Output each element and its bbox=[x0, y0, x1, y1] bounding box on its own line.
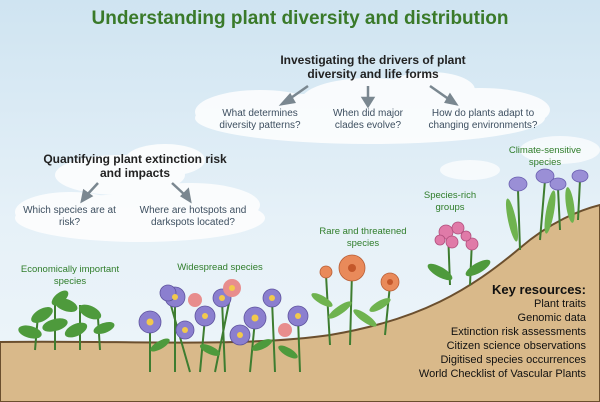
label-economically-important: Economically important species bbox=[20, 264, 120, 287]
key-resources-title: Key resources: bbox=[492, 282, 586, 297]
resource-plant-traits: Plant traits bbox=[534, 298, 586, 310]
arrows-drivers bbox=[278, 84, 459, 109]
question-clades-evolve: When did major clades evolve? bbox=[332, 108, 404, 131]
resource-extinction-risk: Extinction risk assessments bbox=[450, 326, 586, 338]
extinction-heading: Quantifying plant extinction risk and im… bbox=[43, 152, 227, 180]
plant-rare-threatened bbox=[311, 254, 400, 346]
resource-digitised-occurrences: Digitised species occurrences bbox=[440, 354, 586, 366]
resource-world-checklist: World Checklist of Vascular Plants bbox=[418, 368, 586, 380]
question-species-at-risk: Which species are at risk? bbox=[23, 205, 116, 228]
plant-climate-sensitive bbox=[505, 168, 589, 251]
cloud-small bbox=[440, 136, 600, 180]
diagram-title: Understanding plant diversity and distri… bbox=[91, 8, 509, 29]
label-species-rich: Species-rich groups bbox=[423, 190, 477, 213]
label-climate-sensitive: Climate-sensitive species bbox=[508, 145, 582, 168]
question-plants-adapt: How do plants adapt to changing environm… bbox=[428, 108, 538, 131]
plant-widespread bbox=[138, 279, 309, 373]
label-rare-threatened: Rare and threatened species bbox=[319, 226, 407, 249]
resource-genomic-data: Genomic data bbox=[517, 312, 586, 324]
key-resources-list: Key resources: Plant traits Genomic data… bbox=[356, 282, 586, 381]
label-widespread: Widespread species bbox=[177, 262, 263, 273]
question-hotspots-darkspots: Where are hotspots and darkspots located… bbox=[139, 205, 247, 228]
plant-economically-important bbox=[18, 290, 115, 351]
cloud-extinction bbox=[15, 144, 265, 242]
arrows-extinction bbox=[80, 182, 192, 204]
question-diversity-patterns: What determines diversity patterns? bbox=[219, 108, 301, 131]
drivers-heading: Investigating the drivers of plant diver… bbox=[280, 53, 466, 81]
plant-species-rich bbox=[427, 221, 491, 286]
resource-citizen-science: Citizen science observations bbox=[446, 340, 586, 352]
